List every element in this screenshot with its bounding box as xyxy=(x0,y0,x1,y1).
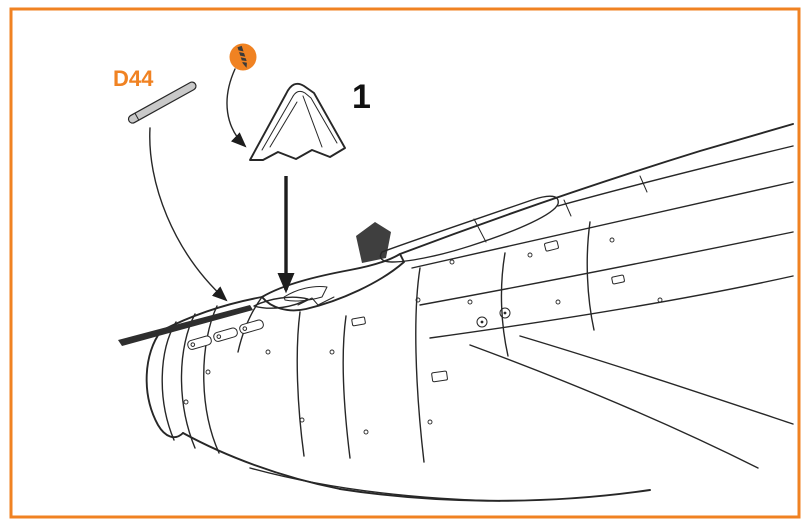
canopy-bow-strip xyxy=(118,305,253,346)
d44-leader-line xyxy=(149,127,228,302)
step-number-label: 1 xyxy=(352,78,371,116)
callout-d44: D44 xyxy=(113,66,228,302)
windscreen-footprint xyxy=(253,296,309,309)
drill-icon xyxy=(229,43,257,71)
hinge-tabs xyxy=(187,319,264,350)
cockpit-opening xyxy=(261,253,405,312)
part-code-label: D44 xyxy=(113,66,154,91)
fuselage-lines xyxy=(237,123,794,502)
part-d44-rod xyxy=(127,81,197,124)
panel-lines xyxy=(296,221,595,463)
access-hatches xyxy=(351,240,625,383)
aircraft-illustration xyxy=(118,123,794,502)
drill-callout xyxy=(226,43,257,148)
rivet-dots xyxy=(183,237,663,435)
cockpit-section xyxy=(253,195,559,312)
drill-leader-line xyxy=(226,68,247,148)
canopy-bay xyxy=(379,195,559,263)
page-border xyxy=(9,7,801,519)
windscreen-part xyxy=(249,82,346,161)
